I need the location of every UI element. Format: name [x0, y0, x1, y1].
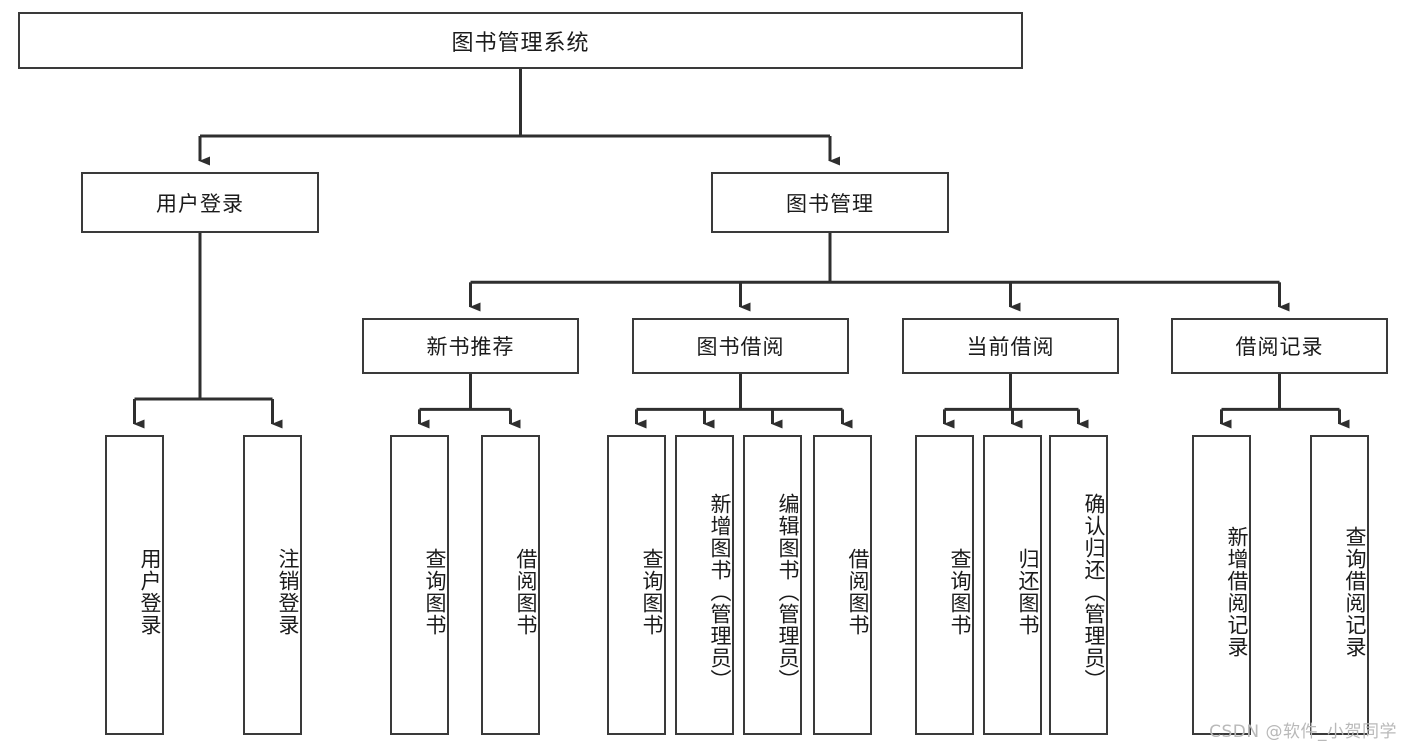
node-borrowing-records[interactable]: 借阅记录 — [1171, 318, 1388, 374]
leaf-return-book-label: 归还图书 — [1016, 548, 1040, 636]
node-book-management-label: 图书管理 — [786, 191, 874, 216]
leaf-borrow-book-recommend-label: 借阅图书 — [514, 548, 538, 636]
leaf-user-login-label: 用户登录 — [138, 548, 162, 636]
leaf-add-borrow-record[interactable]: 新增借阅记录 — [1192, 435, 1251, 735]
node-user-login[interactable]: 用户登录 — [81, 172, 319, 233]
node-new-book-recommendation[interactable]: 新书推荐 — [362, 318, 579, 374]
node-book-borrowing[interactable]: 图书借阅 — [632, 318, 849, 374]
node-current-borrowing[interactable]: 当前借阅 — [902, 318, 1119, 374]
leaf-query-borrow-record[interactable]: 查询借阅记录 — [1310, 435, 1369, 735]
leaf-confirm-return-admin-label: 确认归还（管理员） — [1082, 493, 1106, 691]
node-borrowing-records-label: 借阅记录 — [1235, 335, 1324, 359]
leaf-edit-book-admin[interactable]: 编辑图书（管理员） — [743, 435, 802, 735]
leaf-edit-book-admin-label: 编辑图书（管理员） — [776, 493, 800, 691]
leaf-query-book-recommend[interactable]: 查询图书 — [390, 435, 449, 735]
leaf-query-book-current[interactable]: 查询图书 — [915, 435, 974, 735]
leaf-query-book-current-label: 查询图书 — [948, 548, 972, 636]
leaf-confirm-return-admin[interactable]: 确认归还（管理员） — [1049, 435, 1108, 735]
leaf-query-borrow-record-label: 查询借阅记录 — [1343, 526, 1367, 658]
node-root[interactable]: 图书管理系统 — [18, 12, 1023, 69]
leaf-logout[interactable]: 注销登录 — [243, 435, 302, 735]
node-book-management[interactable]: 图书管理 — [711, 172, 949, 233]
node-current-borrowing-label: 当前借阅 — [966, 335, 1055, 359]
leaf-borrow-book-label: 借阅图书 — [846, 548, 870, 636]
watermark-text: CSDN @软件_小贺同学 — [1209, 722, 1397, 742]
leaf-logout-label: 注销登录 — [276, 548, 300, 636]
leaf-query-book-borrowing[interactable]: 查询图书 — [607, 435, 666, 735]
leaf-query-book-recommend-label: 查询图书 — [423, 548, 447, 636]
leaf-add-book-admin-label: 新增图书（管理员） — [708, 493, 732, 691]
leaf-add-book-admin[interactable]: 新增图书（管理员） — [675, 435, 734, 735]
node-new-book-recommendation-label: 新书推荐 — [426, 335, 515, 359]
leaf-user-login[interactable]: 用户登录 — [105, 435, 164, 735]
node-root-label: 图书管理系统 — [451, 30, 590, 56]
leaf-return-book[interactable]: 归还图书 — [983, 435, 1042, 735]
leaf-query-book-borrowing-label: 查询图书 — [640, 548, 664, 636]
leaf-borrow-book-recommend[interactable]: 借阅图书 — [481, 435, 540, 735]
leaf-add-borrow-record-label: 新增借阅记录 — [1225, 526, 1249, 658]
node-user-login-label: 用户登录 — [156, 191, 244, 216]
node-book-borrowing-label: 图书借阅 — [696, 335, 785, 359]
leaf-borrow-book[interactable]: 借阅图书 — [813, 435, 872, 735]
